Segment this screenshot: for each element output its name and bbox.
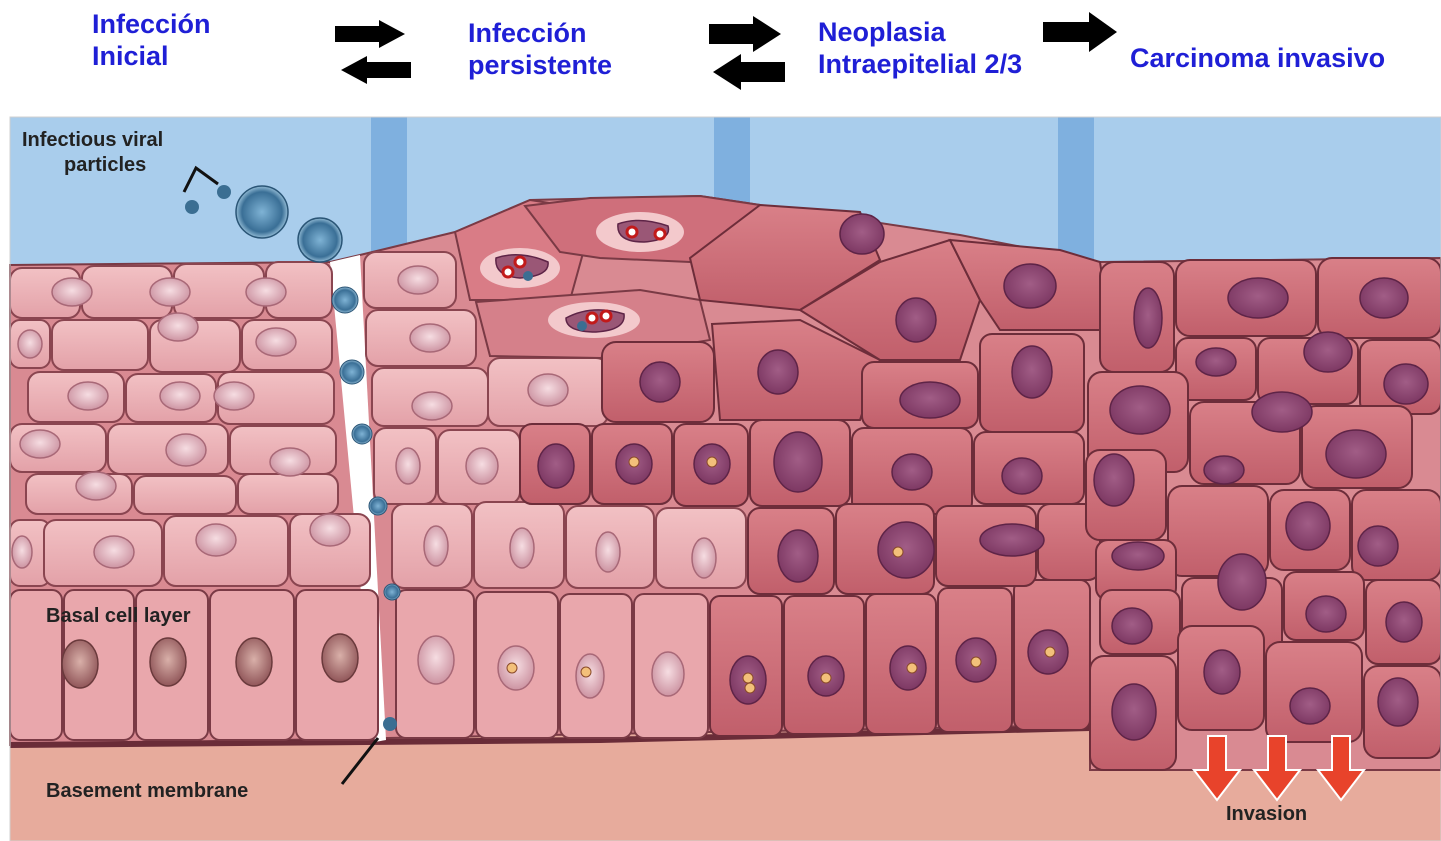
virus-icon <box>383 717 397 731</box>
virus-icon <box>369 497 387 515</box>
viral-label-line2: particles <box>64 154 146 176</box>
virus-icon <box>236 186 288 238</box>
viral-label-line1: Infectious viral <box>22 129 163 151</box>
virus-icon <box>352 424 372 444</box>
basal-label: Basal cell layer <box>46 605 191 627</box>
virus-icon <box>298 218 342 262</box>
basement-label: Basement membrane <box>46 780 248 802</box>
virus-icon <box>185 200 199 214</box>
virus-icon <box>384 584 400 600</box>
lumen-stripe <box>1058 117 1094 267</box>
virus-icon <box>217 185 231 199</box>
virus-icon <box>332 287 358 313</box>
virus-icon <box>340 360 364 384</box>
invasion-arrows <box>1194 736 1364 800</box>
invasion-label: Invasion <box>1226 803 1307 825</box>
